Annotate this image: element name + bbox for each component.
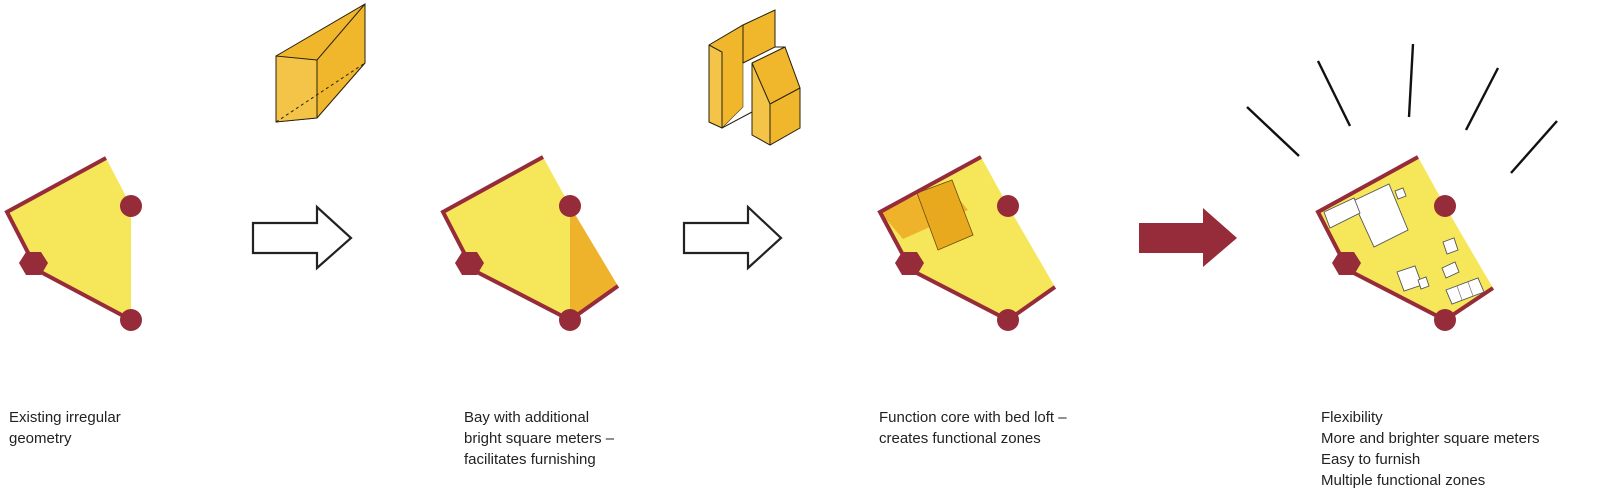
caption-line: Multiple functional zones — [1321, 472, 1486, 489]
caption-line: geometry — [9, 430, 72, 447]
caption-line: Easy to furnish — [1321, 451, 1421, 468]
step-1-plan — [4, 156, 142, 331]
bed-loft — [916, 179, 974, 251]
caption-existing-geometry: Existing irregular geometry — [9, 407, 121, 449]
chair — [1394, 187, 1407, 200]
column-marker — [559, 195, 581, 217]
caption-line: Function core with bed loft – — [879, 409, 1067, 426]
caption-bay: Bay with additional bright square meters… — [464, 407, 614, 470]
floor-plan — [7, 158, 131, 320]
bed — [1352, 183, 1409, 248]
floor-plan — [880, 157, 1055, 320]
armchair — [1442, 237, 1459, 255]
caption-line: Bay with additional — [464, 409, 590, 426]
side-table — [1441, 261, 1460, 279]
hexagon-marker — [455, 252, 484, 275]
sofa — [1445, 277, 1485, 305]
caption-line: facilitates furnishing — [464, 451, 596, 468]
step-4-plan — [1246, 43, 1558, 331]
caption-line: More and brighter square meters — [1321, 430, 1540, 447]
chair — [1417, 276, 1430, 290]
outline-right-arrow-icon — [251, 204, 353, 271]
column-marker — [559, 309, 581, 331]
filled-right-arrow-icon — [1139, 208, 1237, 267]
hexagon-marker — [895, 252, 924, 275]
wedge-prism-icon — [275, 3, 366, 123]
step-2-plan — [275, 3, 620, 331]
column-marker — [997, 309, 1019, 331]
core-block-icon — [708, 9, 801, 146]
column-marker — [997, 195, 1019, 217]
column-marker — [120, 309, 142, 331]
step-3-plan — [708, 9, 1057, 331]
floor-plan — [443, 157, 570, 320]
caption-line: bright square meters – — [464, 430, 615, 447]
caption-flexibility: Flexibility More and brighter square met… — [1321, 407, 1539, 491]
column-marker — [120, 195, 142, 217]
caption-line: Flexibility — [1321, 409, 1383, 426]
caption-function-core: Function core with bed loft – creates fu… — [879, 407, 1067, 449]
hexagon-marker — [1332, 252, 1361, 275]
hexagon-marker — [19, 252, 48, 275]
radiating-lines-icon — [1246, 43, 1558, 174]
caption-line: creates functional zones — [879, 430, 1041, 447]
wall-line — [4, 156, 132, 322]
caption-line: Existing irregular — [9, 409, 121, 426]
column-marker — [1434, 309, 1456, 331]
column-marker — [1434, 195, 1456, 217]
furniture — [1323, 183, 1485, 305]
outline-right-arrow-icon — [682, 204, 783, 271]
kitchen-counter — [1323, 197, 1361, 229]
bay-extension — [570, 206, 618, 320]
